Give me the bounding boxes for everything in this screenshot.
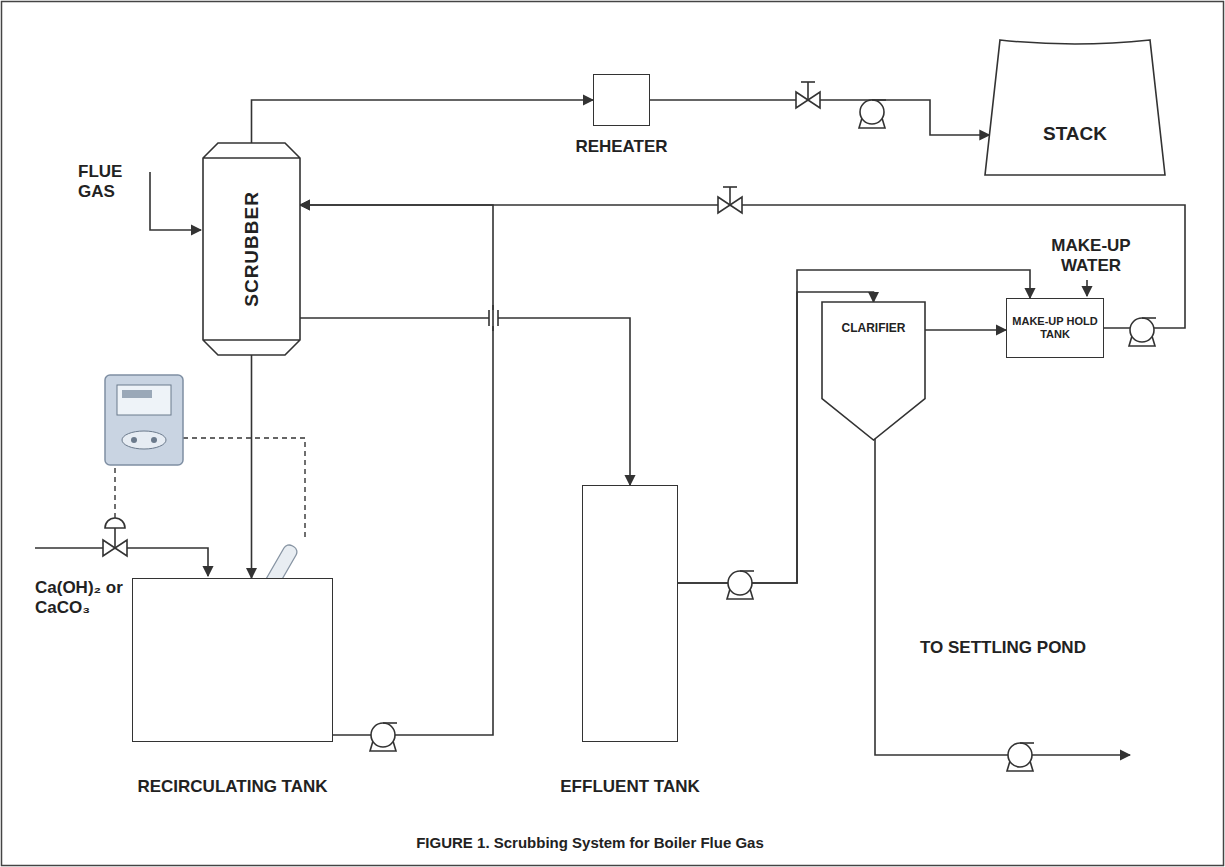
underflow-pump (1007, 743, 1034, 771)
pipe-connector (300, 318, 630, 485)
crossover-pipe (492, 305, 494, 331)
crossover-mark (488, 310, 490, 326)
ph-analyzer (105, 375, 305, 538)
induced-draft-fan (859, 100, 886, 128)
stack-shape-outline (985, 40, 1165, 175)
pipe-connector (925, 329, 1006, 331)
recirculating-tank: RECIRCULATING TANK (132, 578, 333, 742)
node-heading: EFFLUENT TANK (560, 777, 699, 797)
reagent-label: Ca(OH)₂ or CaCO₃ (35, 578, 153, 617)
figure-caption: FIGURE 1. Scrubbing System for Boiler Fl… (200, 834, 980, 851)
inlet-label: FLUE GAS (78, 162, 140, 201)
pipe-connector (251, 355, 253, 578)
flue-gas-inlet (150, 172, 201, 230)
clarifier-funnel: CLARIFIER (822, 302, 925, 440)
pipe-connector (252, 100, 594, 143)
recirculating-pump (370, 723, 397, 751)
control-valve (103, 518, 127, 556)
scrubber-vessel: SCRUBBER (203, 143, 300, 355)
node-label: STACK (1039, 123, 1111, 145)
hold-tank-box: MAKE-UP HOLD TANK (1006, 298, 1104, 358)
node-heading: REHEATER (575, 137, 667, 157)
node-label: CLARIFIER (838, 322, 910, 336)
pipe-connector (678, 270, 1030, 583)
underflow-line (875, 438, 1130, 755)
stack-shape: STACK (985, 40, 1165, 175)
effluent-tank: EFFLUENT TANK (582, 485, 678, 742)
node-label: SCRUBBER (241, 191, 263, 307)
node-heading: RECIRCULATING TANK (137, 777, 327, 797)
crossover-mark (497, 310, 499, 326)
make-up-pump (1129, 318, 1156, 346)
make-up-water-line (1086, 280, 1088, 296)
effluent-pump (727, 571, 754, 599)
node-label: MAKE-UP HOLD TANK (1007, 315, 1103, 340)
feed-label: MAKE-UP WATER (1035, 236, 1147, 275)
gate-valve (796, 82, 820, 108)
reheater-box: REHEATER (593, 74, 650, 126)
destination-label: TO SETTLING POND (920, 638, 1170, 658)
gate-valve (718, 187, 742, 213)
